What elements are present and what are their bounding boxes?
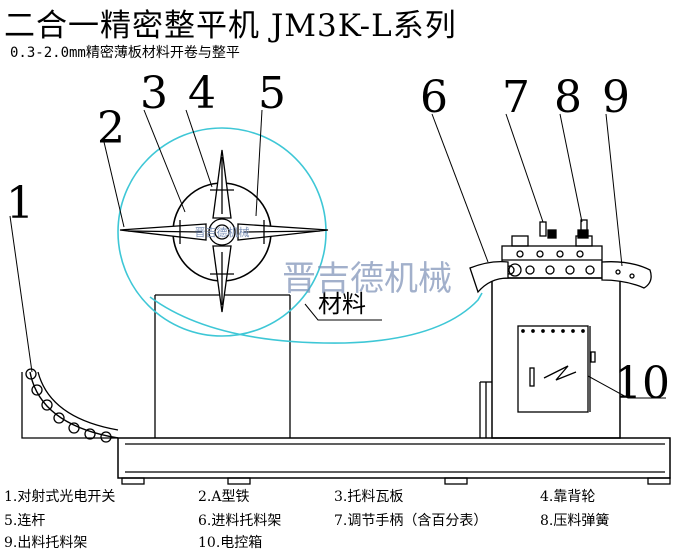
coil-material xyxy=(117,127,483,344)
uncoiler-mandrel xyxy=(119,149,329,313)
callout-2: 2 xyxy=(97,103,125,154)
callout-9: 9 xyxy=(602,72,630,123)
diagram-title: 二合一精密整平机 JM3K-L系列 xyxy=(4,8,457,44)
diagram-subtitle: 0.3-2.0mm精密薄板材料开卷与整平 xyxy=(10,45,240,61)
callout-10: 10 xyxy=(614,358,670,409)
photoelectric-cradle xyxy=(21,368,119,443)
callout-7: 7 xyxy=(502,72,530,123)
hub-stamp: 晋吉德机械 xyxy=(195,225,250,239)
base-frame xyxy=(117,437,671,485)
callout-4: 4 xyxy=(188,68,216,119)
uncoiler-stand xyxy=(154,294,291,438)
outfeed-support xyxy=(601,261,652,289)
infeed-support xyxy=(469,260,509,294)
callout-5: 5 xyxy=(258,68,286,119)
leader-lines xyxy=(9,109,666,399)
adjust-handle-left xyxy=(539,221,547,237)
callout-6: 6 xyxy=(420,72,448,123)
callout-1: 1 xyxy=(6,178,34,229)
callout-8: 8 xyxy=(554,72,582,123)
material-label: 材料 xyxy=(318,290,366,318)
watermark: 晋吉德机械 xyxy=(282,259,452,299)
electric-control-box xyxy=(517,325,596,413)
leveler-body xyxy=(469,219,652,439)
callout-3: 3 xyxy=(140,68,168,119)
leveler-head xyxy=(501,235,603,279)
